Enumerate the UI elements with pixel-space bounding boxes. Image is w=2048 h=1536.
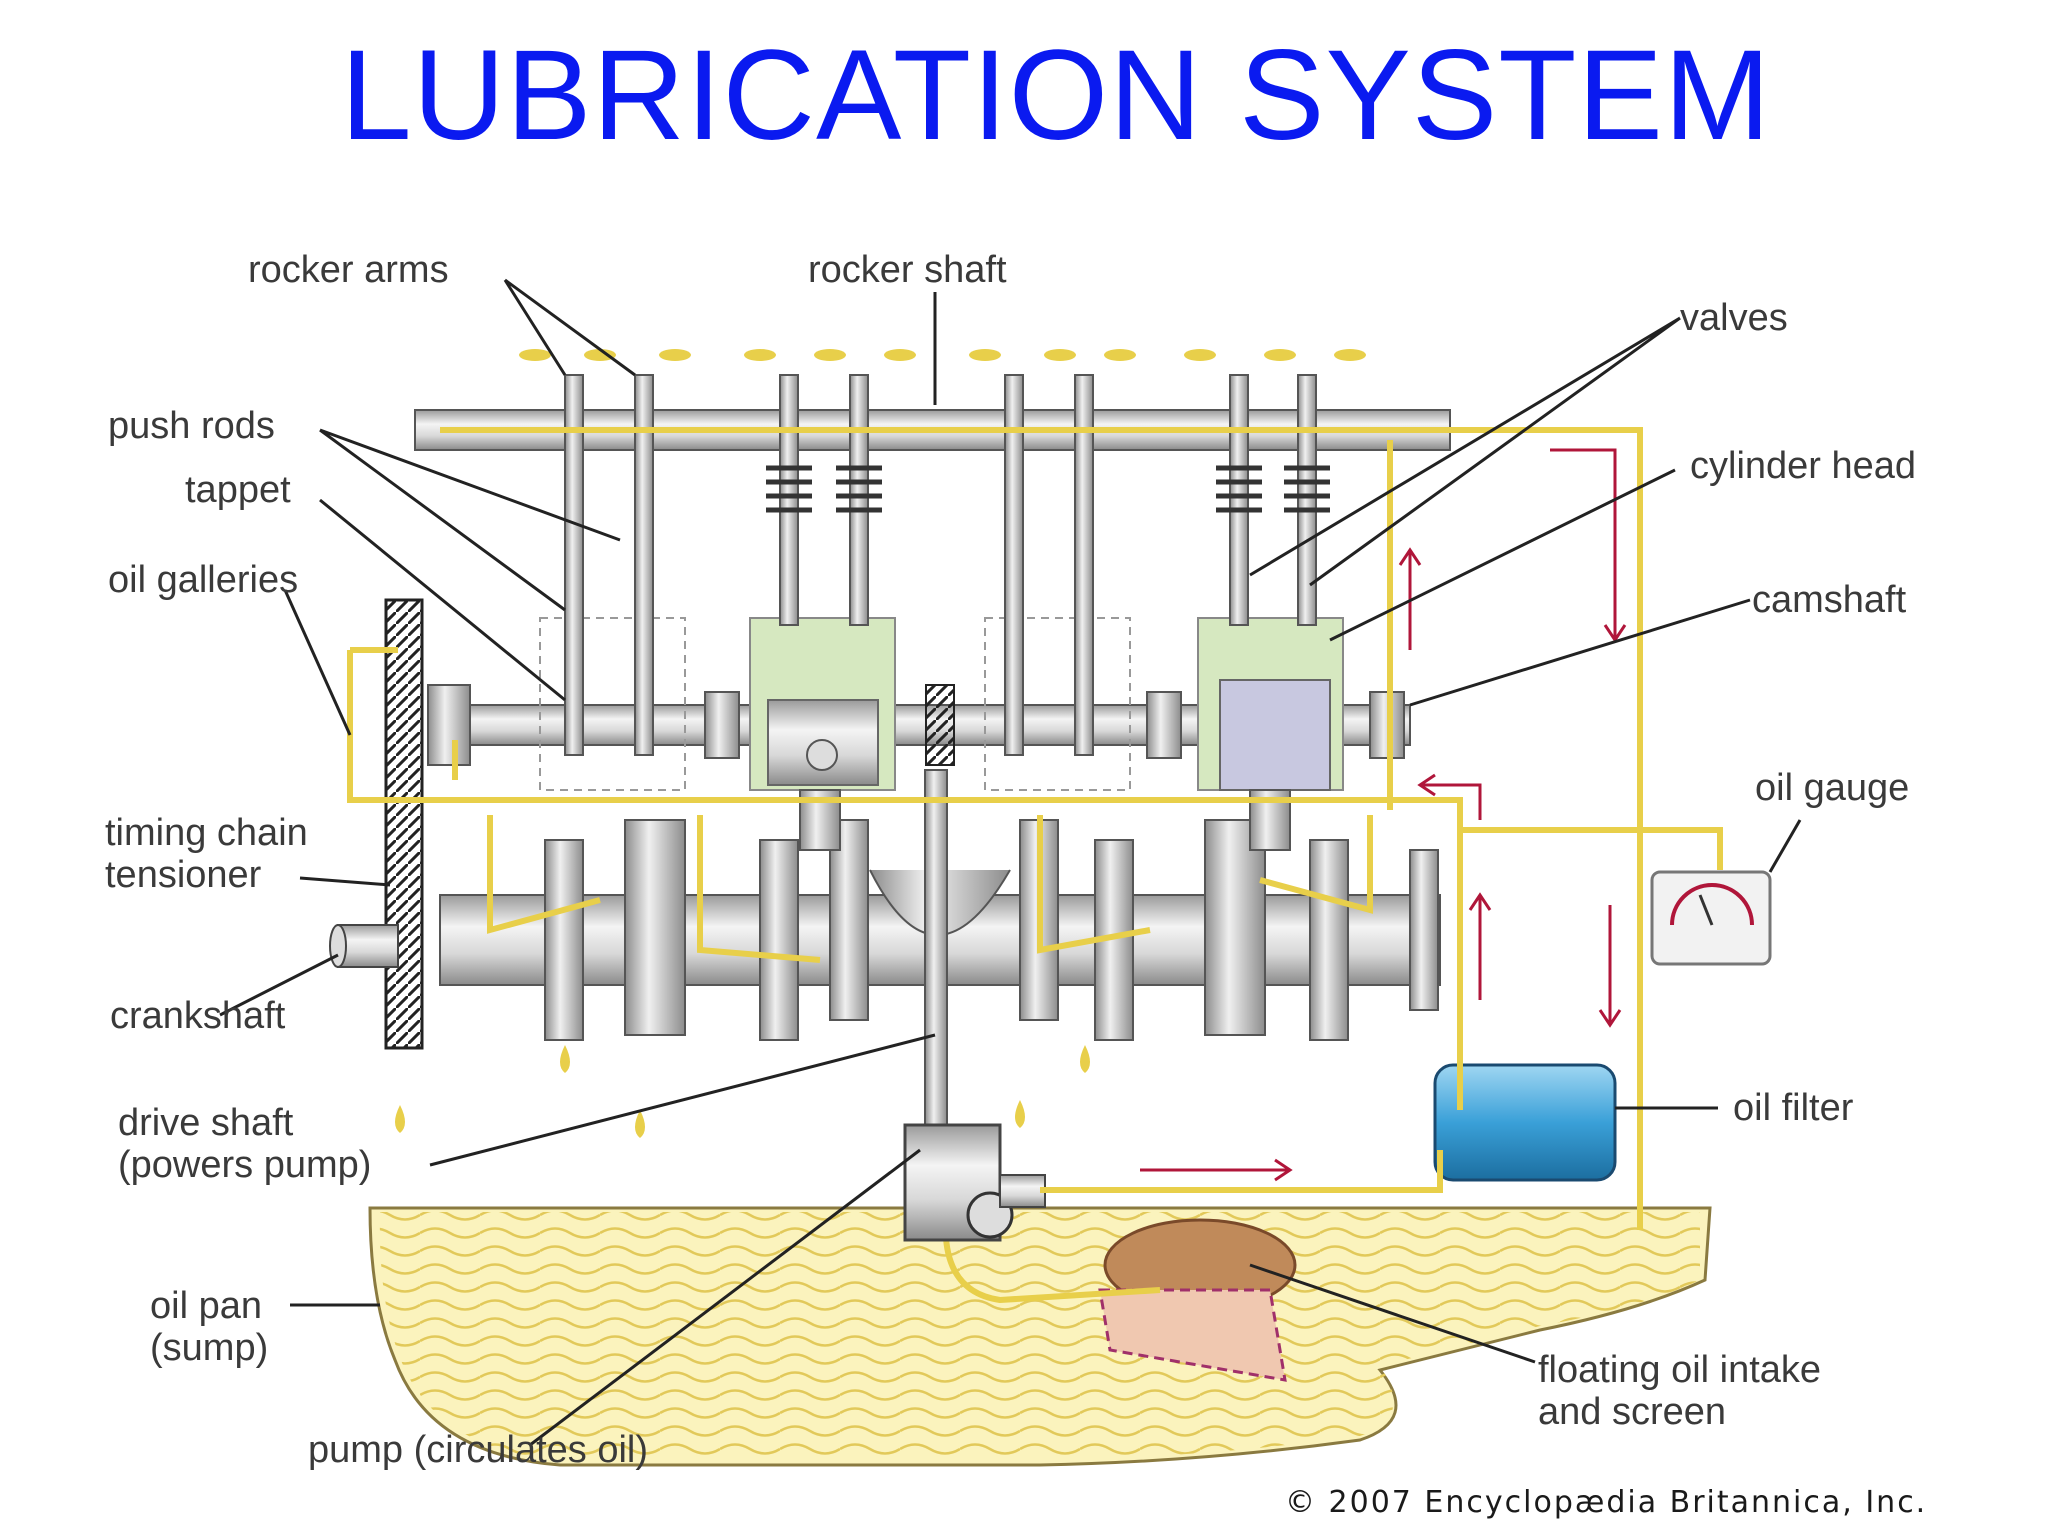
label-cylinder-head: cylinder head (1690, 445, 1916, 487)
cylinder-outline-3 (984, 617, 1131, 791)
cylinder-piston-4 (1197, 617, 1344, 851)
label-timing-chain-tensioner: tensioner (105, 854, 262, 896)
oil-pan (368, 1206, 1712, 1467)
diagram-title: LUBRICATION SYSTEM (340, 24, 1772, 167)
label-oil-gauge: oil gauge (1755, 767, 1909, 809)
cylinder-outline-1 (539, 617, 686, 791)
label-drive-shaft-note: (powers pump) (118, 1144, 371, 1186)
label-oil-filter: oil filter (1733, 1087, 1854, 1129)
oil-pump (903, 1123, 1046, 1242)
label-tappet: tappet (185, 469, 291, 511)
label-oil-pan-sump: (sump) (150, 1327, 268, 1369)
label-push-rods: push rods (108, 405, 275, 447)
oil-gauge (1650, 870, 1772, 966)
leader-lines (219, 278, 1802, 1447)
copyright: © 2007 Encyclopædia Britannica, Inc. (1285, 1485, 1927, 1520)
push-rods-and-valves (564, 374, 1317, 756)
label-oil-pan: oil pan (150, 1285, 262, 1327)
label-valves: valves (1680, 297, 1788, 339)
label-oil-galleries: oil galleries (108, 559, 298, 601)
label-camshaft: camshaft (1752, 579, 1907, 621)
flow-arrows (1140, 448, 1627, 1182)
label-timing-chain: timing chain (105, 812, 308, 854)
oil-filter (1433, 1063, 1617, 1182)
label-rocker-shaft: rocker shaft (808, 249, 1007, 291)
cylinder-piston-2 (749, 617, 896, 851)
drive-shaft (924, 769, 948, 1136)
label-rocker-arms: rocker arms (248, 249, 449, 291)
label-drive-shaft: drive shaft (118, 1102, 294, 1144)
label-and-screen: and screen (1538, 1391, 1726, 1433)
timing-chain-gear (384, 598, 424, 1050)
valve-springs (766, 465, 1330, 513)
crankshaft-stub (329, 924, 399, 968)
label-crankshaft: crankshaft (110, 995, 286, 1037)
oil-lines (347, 427, 1723, 1230)
floating-oil-intake (942, 1184, 1297, 1382)
label-pump: pump (circulates oil) (308, 1429, 648, 1471)
oil-drops (395, 349, 1366, 1138)
label-floating-oil-intake: floating oil intake (1538, 1349, 1821, 1391)
